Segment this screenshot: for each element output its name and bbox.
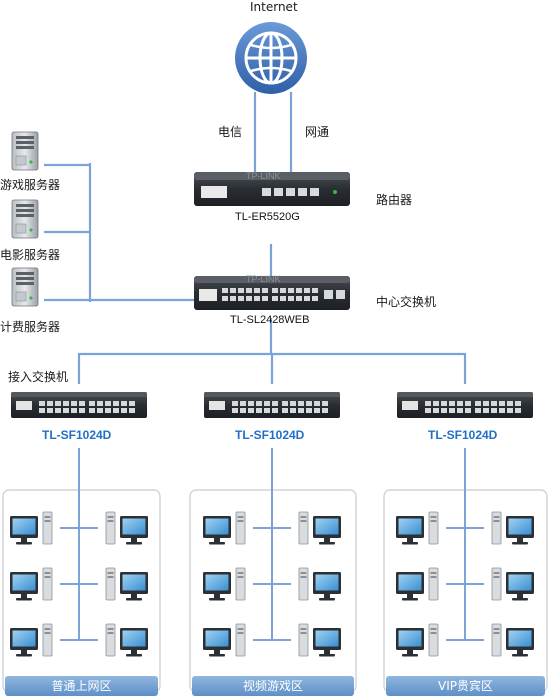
core-switch-model-label: TL-SL2428WEB	[230, 314, 310, 326]
access-switch-3-model: TL-SF1024D	[428, 428, 498, 442]
zone-links	[60, 448, 484, 641]
router-device	[194, 172, 350, 206]
access-switch-1	[11, 392, 147, 418]
zone-label-standard: 普通上网区	[5, 676, 158, 696]
billing-server-icon	[11, 267, 39, 307]
movie-server-icon	[11, 199, 39, 239]
zone-label-vip: VIP贵宾区	[386, 676, 545, 696]
core-switch-role-label: 中心交换机	[376, 295, 437, 309]
access-switch-2	[204, 392, 340, 418]
internet-label: Internet	[250, 0, 298, 14]
router-brand-mark: TP-LINK	[246, 171, 281, 181]
link-lines	[44, 92, 467, 384]
isp-label-telecom: 电信	[218, 125, 243, 139]
internet-globe-icon	[235, 22, 307, 94]
zone-label-video-game: 视频游戏区	[192, 676, 354, 696]
isp-label-netcom: 网通	[305, 125, 330, 139]
device-brand-marks: TP-LINK TP-LINK	[246, 171, 281, 284]
game-server-icon	[11, 131, 39, 171]
server-label-billing: 计费服务器	[0, 320, 61, 334]
server-label-movie: 电影服务器	[0, 248, 61, 262]
core-switch-device	[194, 276, 350, 310]
access-layer-label: 接入交换机	[8, 370, 69, 384]
core-switch-brand-mark: TP-LINK	[246, 274, 281, 284]
access-switch-2-model: TL-SF1024D	[235, 428, 305, 442]
router-model-label: TL-ER5520G	[235, 211, 300, 223]
router-role-label: 路由器	[376, 193, 413, 207]
access-switch-1-model: TL-SF1024D	[42, 428, 112, 442]
server-label-game: 游戏服务器	[0, 178, 61, 192]
access-switch-3	[397, 392, 533, 418]
